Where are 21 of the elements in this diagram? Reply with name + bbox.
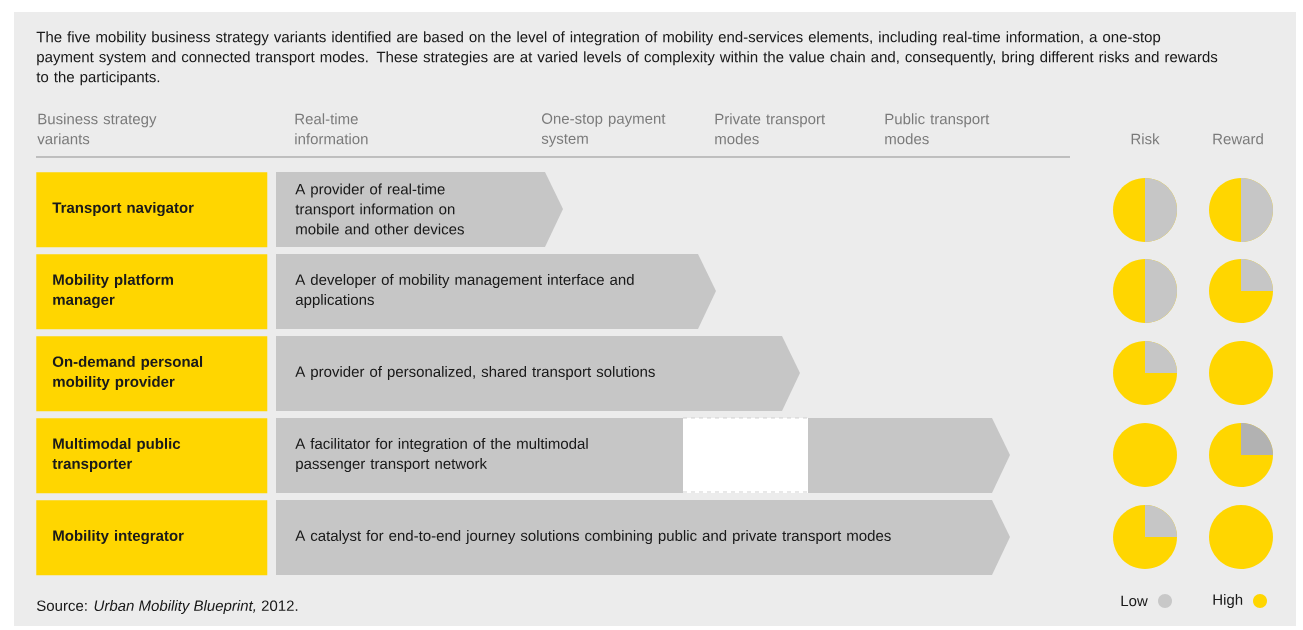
source-note: Source: Urban Mobility Blueprint, 2012. <box>36 600 298 614</box>
column-header: Real-time information <box>295 113 368 145</box>
variant-box: Multimodal public transporter <box>36 418 268 494</box>
arrow-band: A facilitator for integration of the multimodal passenger transport network <box>276 417 1010 493</box>
column-header: One-stop payment system <box>541 113 666 147</box>
variant-box: On-demand personal mobility provider <box>36 336 268 412</box>
column-header: Public transport modes <box>885 113 990 145</box>
legend-label: High <box>1213 594 1243 608</box>
column-header: Risk <box>1131 133 1160 145</box>
variant-box: Mobility integrator <box>36 500 268 576</box>
column-header: Private transport modes <box>715 113 826 145</box>
arrow-band: A provider of personalized, shared transport solutions <box>276 336 800 411</box>
arrow-band: A developer of mobility management interface and applications <box>276 254 716 329</box>
column-header: Business strategy variants <box>37 113 157 145</box>
legend-label: Low <box>1121 595 1148 607</box>
intro-text: The five mobility business strategy variants identified are based on the level of integration of mobility end-services elements, including real-time information, a one-stop payment system and connected transport modes. These strategies are at varied levels of complexity within the value chain and, consequently, bring different risks and rewards to the participants. <box>36 31 1218 86</box>
arrow-band: A provider of real-time transport information on mobile and other devices <box>276 172 563 247</box>
arrow-band: A catalyst for end-to-end journey solutions combining public and private transport modes <box>276 500 1010 575</box>
variant-box: Mobility platform manager <box>36 254 268 330</box>
variant-box: Transport navigator <box>36 172 268 248</box>
column-header: Reward <box>1213 133 1263 145</box>
